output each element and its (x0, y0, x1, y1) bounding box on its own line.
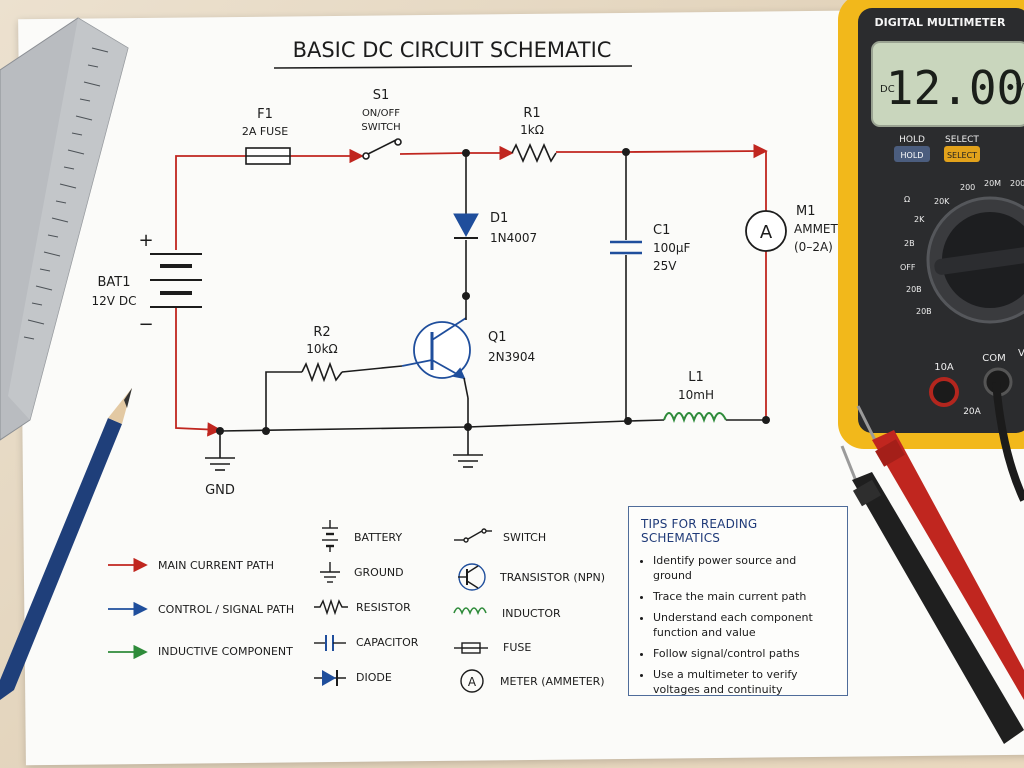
tip-item: Use a multimeter to verify voltages and … (653, 667, 837, 697)
capacitor-symbol (610, 240, 642, 255)
probe-cable (992, 381, 1024, 502)
svg-text:200: 200 (960, 183, 975, 192)
meter-ref: M1 (796, 204, 816, 219)
legend-signal-path: CONTROL / SIGNAL PATH (158, 603, 294, 616)
capacitor-value1: 100µF (653, 241, 691, 255)
ammeter-symbol (745, 210, 787, 252)
key-battery: BATTERY (354, 531, 402, 544)
path-legend (108, 557, 148, 660)
multimeter-brand: DIGITAL MULTIMETER (875, 16, 1006, 29)
switch-symbol (362, 138, 402, 160)
junction-dots (216, 148, 770, 435)
fuse-ref: F1 (257, 107, 273, 122)
diode-ref: D1 (490, 211, 508, 226)
capacitor-value2: 25V (653, 259, 677, 273)
diode-symbol (453, 213, 479, 239)
key-resistor: RESISTOR (356, 601, 411, 614)
transistor-value: 2N3904 (488, 350, 535, 364)
transistor-symbol (401, 317, 471, 380)
ruler-icon (0, 17, 129, 441)
svg-text:2000: 2000 (1010, 179, 1024, 188)
capacitor-ref: C1 (653, 223, 670, 238)
key-meter: METER (AMMETER) (500, 675, 605, 688)
ground-symbol (205, 454, 483, 471)
key-capacitor: CAPACITOR (356, 636, 419, 649)
tips-title: TIPS FOR READING SCHEMATICS (641, 517, 758, 545)
port-com: COM (982, 353, 1005, 364)
battery-symbol (150, 253, 202, 308)
switch-line1: ON/OFF (362, 108, 400, 119)
resistor2-value: 10kΩ (306, 342, 337, 356)
key-switch: SWITCH (503, 531, 546, 544)
fuse-symbol (245, 147, 291, 165)
tip-item: Identify power source and ground (653, 553, 837, 583)
resistor2-ref: R2 (313, 325, 330, 340)
svg-text:2B: 2B (904, 239, 915, 248)
page-title: BASIC DC CIRCUIT SCHEMATIC (293, 38, 612, 62)
ground-label: GND (205, 483, 235, 498)
svg-text:20B: 20B (916, 307, 932, 316)
port-10a: 10A (934, 362, 954, 373)
tip-item: Trace the main current path (653, 589, 837, 604)
probe-black-icon (840, 445, 1024, 744)
probe-red-icon (856, 405, 1024, 700)
key-ground: GROUND (354, 566, 404, 579)
ground-rail (219, 152, 766, 458)
svg-text:20B: 20B (906, 285, 922, 294)
svg-text:Ω: Ω (904, 195, 910, 204)
resistor1-value: 1kΩ (520, 123, 544, 137)
tips-list: Identify power source and ground Trace t… (641, 553, 837, 697)
meter-line2: (0–2A) (794, 240, 833, 254)
port-v: V (1018, 348, 1024, 359)
tips-panel: TIPS FOR READING SCHEMATICS Identify pow… (628, 506, 848, 696)
key-transistor: TRANSISTOR (NPN) (499, 571, 605, 584)
fuse-value: 2A FUSE (242, 125, 288, 138)
select-button[interactable]: SELECT (947, 151, 977, 160)
resistor1-ref: R1 (523, 106, 540, 121)
battery-plus: + (138, 230, 153, 251)
pencil-icon (0, 388, 132, 700)
svg-text:2K: 2K (914, 215, 925, 224)
svg-text:20K: 20K (934, 197, 950, 206)
tip-item: Follow signal/control paths (653, 646, 837, 661)
ammeter-symbol-letter: A (760, 222, 773, 243)
multimeter-reading: 12.00 (886, 61, 1024, 115)
key-inductor: INDUCTOR (502, 607, 561, 620)
switch-line2: SWITCH (361, 122, 400, 133)
diode-value: 1N4007 (490, 231, 537, 245)
inductor-ref: L1 (688, 370, 704, 385)
inductor-value: 10mH (678, 388, 714, 402)
battery-minus: − (138, 314, 153, 335)
key-fuse: FUSE (503, 641, 531, 654)
key-meter-letter: A (468, 675, 477, 689)
main-current-path (175, 143, 768, 437)
multimeter-unit: V (1016, 81, 1024, 95)
key-diode: DIODE (356, 671, 392, 684)
svg-text:20M: 20M (984, 179, 1001, 188)
transistor-ref: Q1 (488, 330, 507, 345)
battery-value: 12V DC (92, 294, 137, 308)
symbol-key-col1 (314, 520, 348, 679)
battery-ref: BAT1 (97, 275, 130, 290)
hold-button[interactable]: HOLD (901, 151, 924, 160)
inductor-symbol (663, 412, 727, 423)
legend-main-path: MAIN CURRENT PATH (158, 559, 274, 572)
select-caption: SELECT (945, 135, 979, 145)
dial-labels: 200 20M 2000 20K 2K Ω 2B OFF 20B 20B (900, 179, 1024, 316)
hold-caption: HOLD (899, 135, 925, 145)
svg-text:OFF: OFF (900, 263, 916, 272)
port-20a: 20A (963, 407, 981, 417)
resistor2-symbol (301, 361, 343, 383)
symbol-key-col2 (453, 528, 492, 693)
multimeter-mode: DC (880, 84, 895, 95)
tip-item: Understand each component function and v… (653, 610, 837, 640)
resistor1-symbol (511, 143, 557, 163)
legend-inductive: INDUCTIVE COMPONENT (158, 645, 293, 658)
switch-ref: S1 (373, 88, 390, 103)
